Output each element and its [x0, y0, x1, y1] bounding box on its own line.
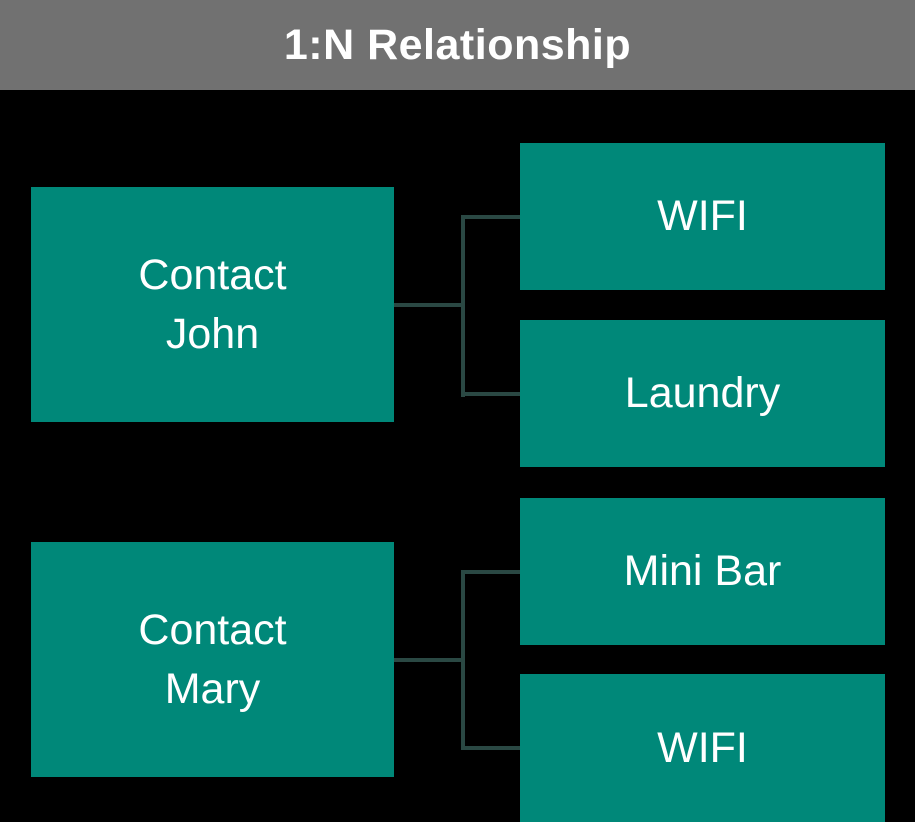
attribute-label: Mini Bar: [623, 547, 782, 596]
connector-john-vertical: [461, 215, 465, 397]
entity-contact-mary: Contact Mary: [31, 542, 394, 777]
attribute-label: WIFI: [657, 192, 748, 241]
title-bar: 1:N Relationship: [0, 0, 915, 90]
attribute-minibar-mary: Mini Bar: [520, 498, 885, 645]
connector-mary-stub: [394, 658, 465, 662]
connector-john-stub: [394, 303, 465, 307]
entity-label-line: Mary: [164, 664, 261, 713]
attribute-label: Laundry: [624, 369, 781, 418]
attribute-wifi-john: WIFI: [520, 143, 885, 290]
entity-label-line: John: [165, 309, 260, 358]
entity-label-line: Contact: [138, 250, 287, 299]
entity-label-line: Contact: [138, 605, 287, 654]
connector-mary-to-minibar: [461, 570, 520, 574]
attribute-wifi-mary: WIFI: [520, 674, 885, 822]
page-title: 1:N Relationship: [283, 20, 632, 69]
entity-contact-john: Contact John: [31, 187, 394, 422]
attribute-label: WIFI: [657, 723, 748, 772]
connector-john-to-wifi: [461, 215, 520, 219]
attribute-laundry-john: Laundry: [520, 320, 885, 467]
connector-mary-vertical: [461, 570, 465, 750]
connector-john-to-laundry: [461, 392, 520, 396]
connector-mary-to-wifi: [461, 746, 520, 750]
